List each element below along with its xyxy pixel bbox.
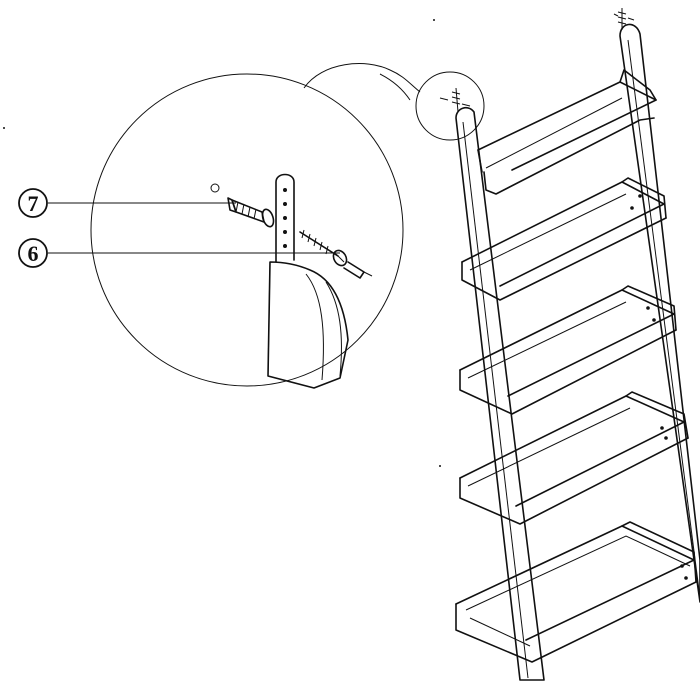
shelf-4 [459, 391, 689, 525]
wall-anchor [210, 183, 275, 228]
callout-6-label: 6 [28, 241, 39, 266]
magnifier-connector [303, 63, 421, 101]
shelf-1 [477, 69, 657, 195]
callout-7: 7 [18, 188, 48, 218]
screwdriver-tip [343, 261, 373, 279]
detail-leg [267, 261, 349, 389]
shelf-2 [461, 177, 667, 301]
screw [299, 229, 348, 267]
shelf-5 [455, 521, 697, 663]
scan-specks [3, 19, 441, 467]
wall-screw-right [613, 8, 635, 30]
callout-6: 6 [18, 238, 48, 268]
bracket-plate [275, 173, 295, 263]
left-leg [455, 106, 545, 681]
detail-view [48, 73, 404, 389]
shelf-3 [459, 285, 677, 415]
callout-7-label: 7 [28, 191, 39, 216]
ladder-shelf [415, 8, 700, 681]
detail-marker-circle [415, 71, 485, 141]
right-leg [619, 23, 700, 603]
